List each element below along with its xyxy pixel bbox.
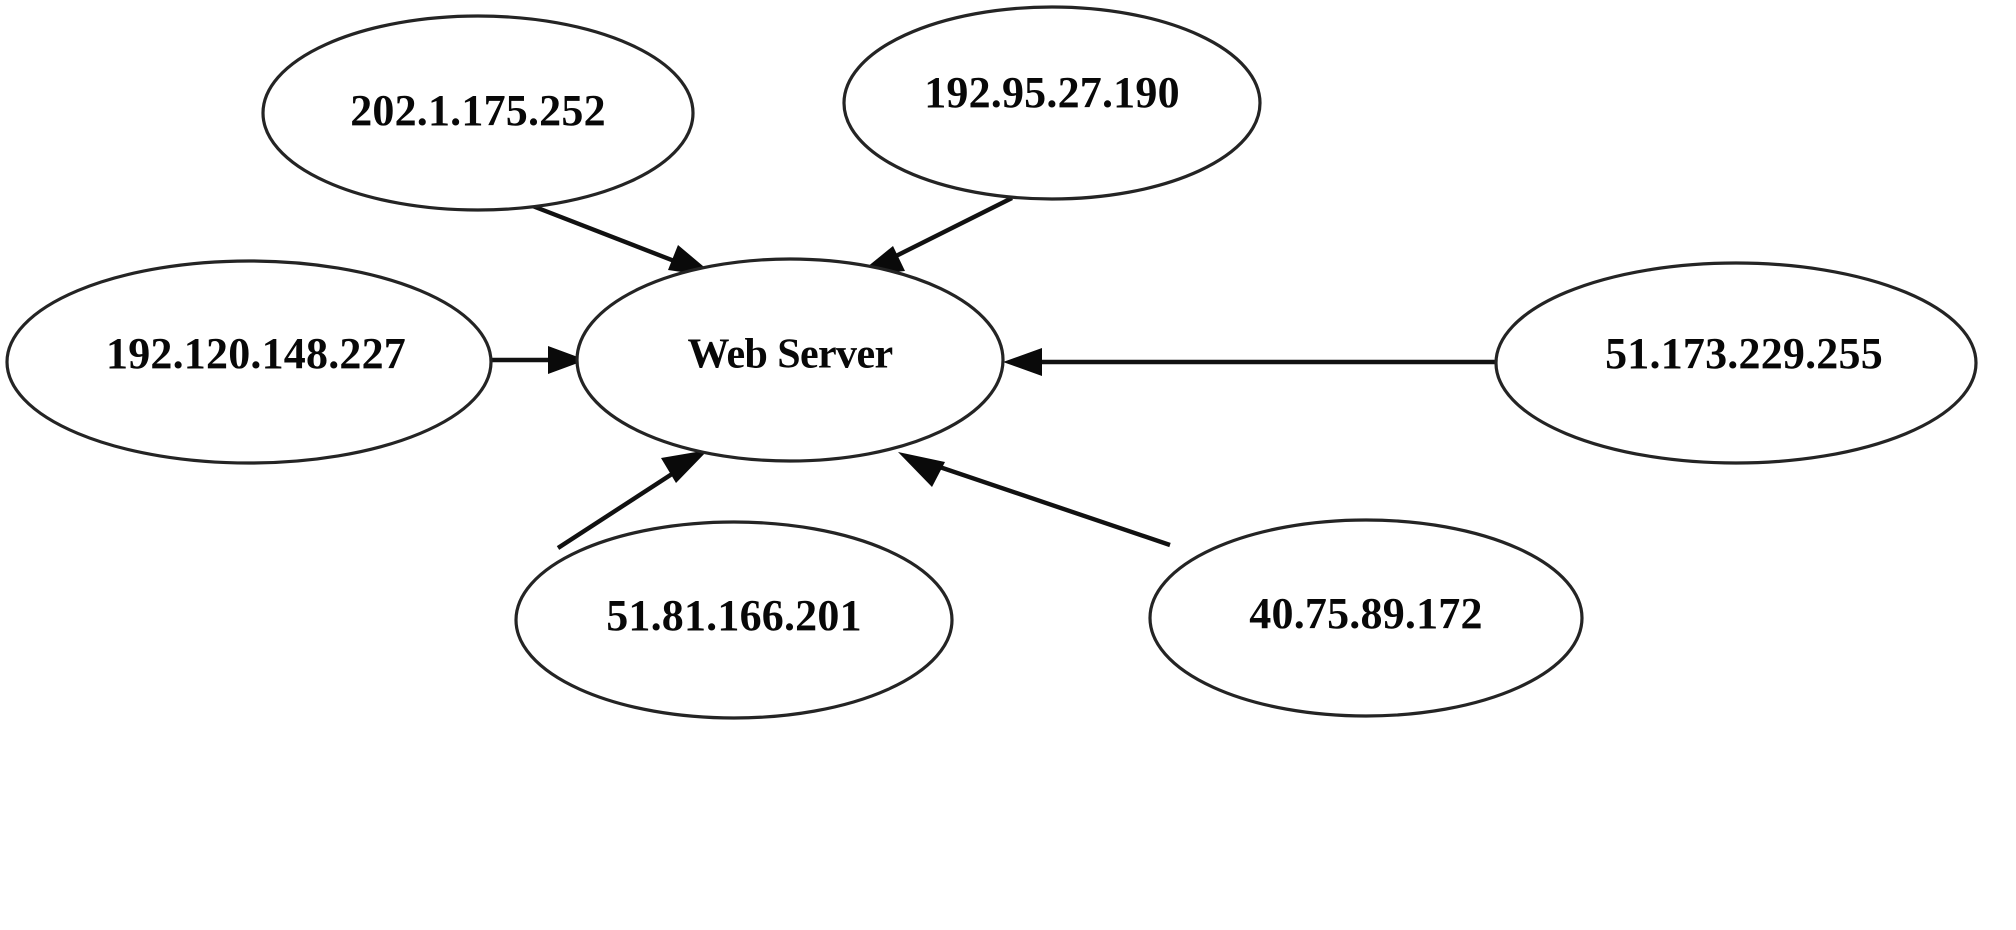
edge-line <box>529 202 701 274</box>
edge-right-to-server <box>1003 348 1496 376</box>
node-label-top-left: 202.1.175.252 <box>350 86 606 135</box>
edge-top-left-to-server <box>529 202 716 277</box>
node-label-web-server: Web Server <box>687 332 892 378</box>
node-layer: 202.1.175.252 192.95.27.190 192.120.148.… <box>5 5 1978 720</box>
edge-bottom-left-to-server <box>556 450 708 550</box>
node-ellipse-shape[interactable] <box>842 5 1262 201</box>
arrow-head-icon <box>1003 348 1042 376</box>
node-bottom-left[interactable]: 51.81.166.201 <box>514 520 954 720</box>
node-label-left: 192.120.148.227 <box>106 329 406 378</box>
node-ellipse-shape[interactable] <box>1148 518 1584 718</box>
edge-left-to-server <box>492 346 586 374</box>
node-left[interactable]: 192.120.148.227 <box>5 259 493 465</box>
node-label-bottom-left: 51.81.166.201 <box>606 591 862 640</box>
edge-bottom-right-to-server <box>898 452 1171 548</box>
edge-line <box>556 459 694 550</box>
node-ellipse-shape[interactable] <box>1494 261 1978 465</box>
node-bottom-right[interactable]: 40.75.89.172 <box>1148 518 1584 718</box>
node-ellipse-shape[interactable] <box>575 257 1005 463</box>
arrow-head-icon <box>548 346 586 374</box>
node-top-left[interactable]: 202.1.175.252 <box>261 14 695 212</box>
node-ellipse-shape[interactable] <box>5 259 493 465</box>
arrow-head-icon <box>898 452 945 487</box>
node-label-top-right: 192.95.27.190 <box>924 68 1180 117</box>
node-label-bottom-right: 40.75.89.172 <box>1249 589 1482 638</box>
node-right[interactable]: 51.173.229.255 <box>1494 261 1978 465</box>
node-top-right[interactable]: 192.95.27.190 <box>842 5 1262 201</box>
edge-line <box>915 456 1171 548</box>
arrow-head-icon <box>661 450 708 483</box>
node-ellipse-shape[interactable] <box>514 520 954 720</box>
node-web-server[interactable]: Web Server <box>575 257 1005 463</box>
node-ellipse-shape[interactable] <box>261 14 695 212</box>
node-label-right: 51.173.229.255 <box>1605 329 1883 378</box>
edge-top-right-to-server <box>856 196 1013 276</box>
